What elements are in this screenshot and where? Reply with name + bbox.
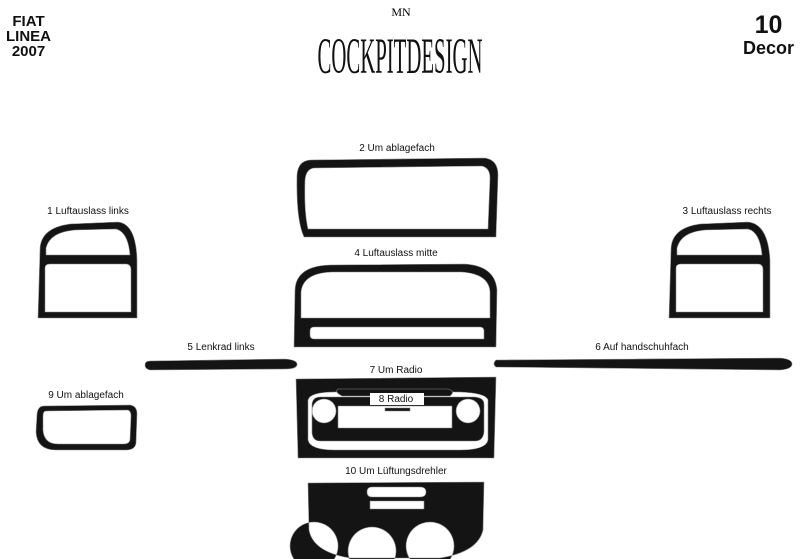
vehicle-model: LINEA <box>6 28 51 45</box>
part-1-label: 1 Luftauslass links <box>47 206 129 217</box>
vehicle-info: FIAT LINEA 2007 <box>6 14 51 59</box>
part-3-label: 3 Luftauslass rechts <box>683 206 772 217</box>
part-1-vent-left <box>37 221 138 319</box>
part-8-label: 8 Radio <box>379 394 414 405</box>
vehicle-year: 2007 <box>11 43 46 60</box>
part-9-label: 9 Um ablagefach <box>48 390 124 401</box>
piece-count: 10 <box>754 11 783 39</box>
set-info: 10 Decor <box>743 12 794 58</box>
logo-text: COCKPITDESIGN <box>318 28 483 84</box>
part-2-storage-surround <box>296 157 499 238</box>
logo-emblem: MN <box>391 5 411 19</box>
part-5-steering-left <box>144 358 298 371</box>
part-8-label-bg <box>370 393 424 405</box>
part-4-label: 4 Luftauslass mitte <box>354 248 438 259</box>
brand-logo: MN COCKPITDESIGN <box>318 5 483 85</box>
part-10-label: 10 Um Lüftungsdrehler <box>345 466 447 477</box>
part-6-glovebox <box>493 357 793 371</box>
set-type: Decor <box>742 38 794 58</box>
vehicle-make: FIAT <box>12 13 45 30</box>
part-10-vent-knobs <box>289 481 485 559</box>
part-6-label: 6 Auf handschuhfach <box>595 342 688 353</box>
part-4-vent-center <box>293 263 498 348</box>
part-7-radio-surround <box>295 376 497 459</box>
part-7-label: 7 Um Radio <box>370 365 423 376</box>
part-5-label: 5 Lenkrad links <box>187 342 254 353</box>
part-3-vent-right <box>668 221 771 319</box>
part-8-radio <box>311 388 485 442</box>
part-2-label: 2 Um ablagefach <box>359 143 435 154</box>
part-9-storage <box>35 404 138 451</box>
